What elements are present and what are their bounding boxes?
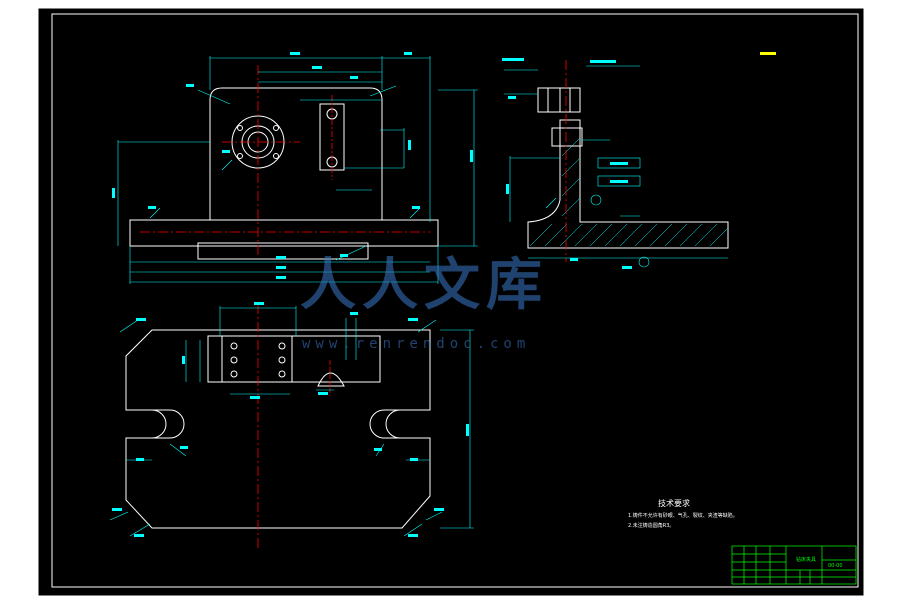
title-block-drawing-no: 00-00 [828, 563, 843, 569]
title-block [731, 545, 857, 585]
technical-requirement-item: 2.未注铸造圆角R3。 [628, 523, 675, 529]
side-section-view [502, 52, 776, 269]
inner-border [51, 13, 859, 588]
title-block-drawing-title: 钻床夹具 [796, 557, 817, 563]
outer-border [37, 7, 865, 597]
technical-requirements-title: 技术要求 [658, 499, 690, 508]
top-view [109, 302, 474, 548]
technical-requirement-item: 1.铸件不允许有砂眼、气孔、裂纹、夹渣等缺陷。 [628, 513, 738, 519]
technical-requirements: 技术要求 1.铸件不允许有砂眼、气孔、裂纹、夹渣等缺陷。 2.未注铸造圆角R3。 [628, 498, 738, 529]
watermark-logo: 人人文库 [300, 253, 548, 318]
front-view [112, 52, 478, 284]
watermark-url: www.renrendoc.com [302, 336, 531, 352]
